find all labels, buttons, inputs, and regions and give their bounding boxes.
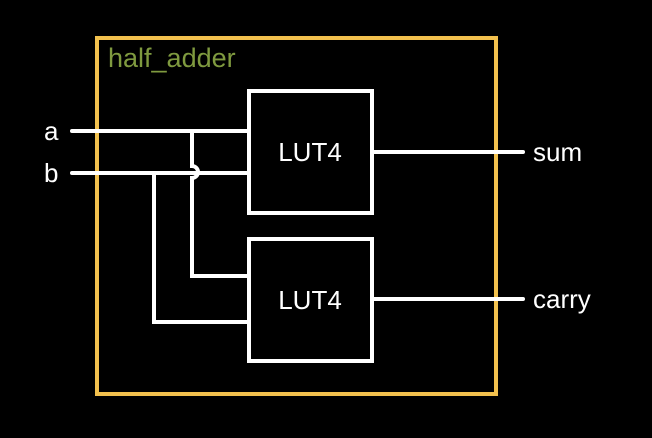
input-a-label: a	[44, 116, 59, 146]
module-name: half_adder	[108, 43, 236, 73]
output-sum-label: sum	[533, 137, 582, 167]
lut-carry-label: LUT4	[278, 285, 342, 315]
lut-sum-label: LUT4	[278, 137, 342, 167]
output-carry-label: carry	[533, 284, 591, 314]
module-boundary	[95, 36, 498, 396]
wire-b-branch	[152, 171, 251, 324]
input-b-label: b	[44, 158, 58, 188]
wire-a-branch	[190, 129, 251, 278]
